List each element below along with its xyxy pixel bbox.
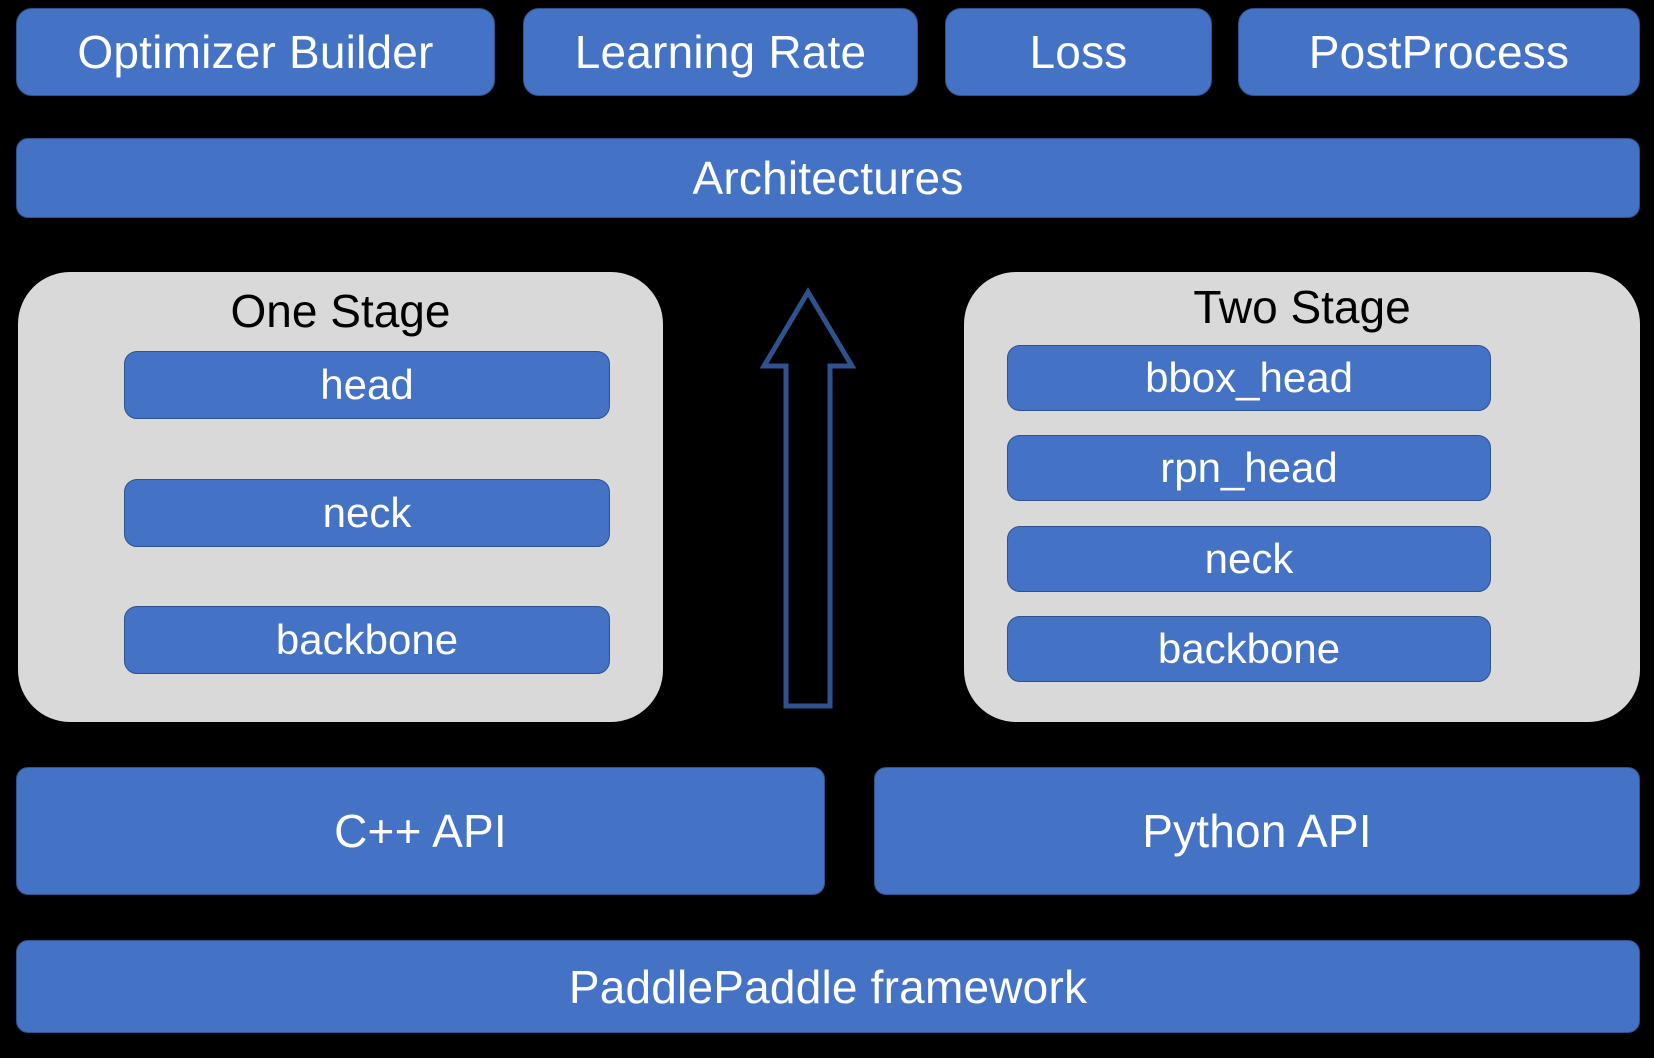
node-optimizer-builder[interactable]: Optimizer Builder [16,8,495,96]
module-label: bbox_head [1145,354,1353,401]
module-neck[interactable]: neck [124,479,610,547]
module-label: neck [322,489,412,536]
node-loss[interactable]: Loss [945,8,1212,96]
panel-title-one-stage: One Stage [230,285,451,337]
module-neck[interactable]: neck [1007,526,1491,592]
module-label: rpn_head [1160,444,1338,491]
node-learning-rate[interactable]: Learning Rate [523,8,918,96]
node-label: Python API [1142,805,1372,857]
up-arrow-shape [759,287,857,709]
module-bbox-head[interactable]: bbox_head [1007,345,1491,411]
panel-title-two-stage: Two Stage [1193,281,1411,333]
module-label: backbone [275,616,459,663]
module-label: head [320,361,414,408]
module-backbone[interactable]: backbone [1007,616,1491,682]
node-label: Learning Rate [574,26,867,78]
node-postprocess[interactable]: PostProcess [1238,8,1640,96]
up-arrow-svg [759,287,857,709]
node-label: Architectures [692,152,964,204]
up-arrow-icon [759,286,857,712]
node-cpp-api[interactable]: C++ API [16,767,825,895]
module-backbone[interactable]: backbone [124,606,610,674]
node-label: Loss [1029,26,1128,78]
node-label: Optimizer Builder [77,26,434,78]
node-label: PostProcess [1308,26,1570,78]
module-label: backbone [1157,625,1341,672]
module-label: neck [1204,535,1294,582]
node-architectures[interactable]: Architectures [16,138,1640,218]
panel-one-stage: One Stage head neck backbone [18,272,663,722]
node-label: C++ API [334,805,507,857]
module-head[interactable]: head [124,351,610,419]
node-paddlepaddle-framework[interactable]: PaddlePaddle framework [16,940,1640,1033]
node-label: PaddlePaddle framework [568,960,1088,1013]
panel-two-stage: Two Stage bbox_head rpn_head neck backbo… [964,272,1640,722]
node-python-api[interactable]: Python API [874,767,1640,895]
module-rpn-head[interactable]: rpn_head [1007,435,1491,501]
